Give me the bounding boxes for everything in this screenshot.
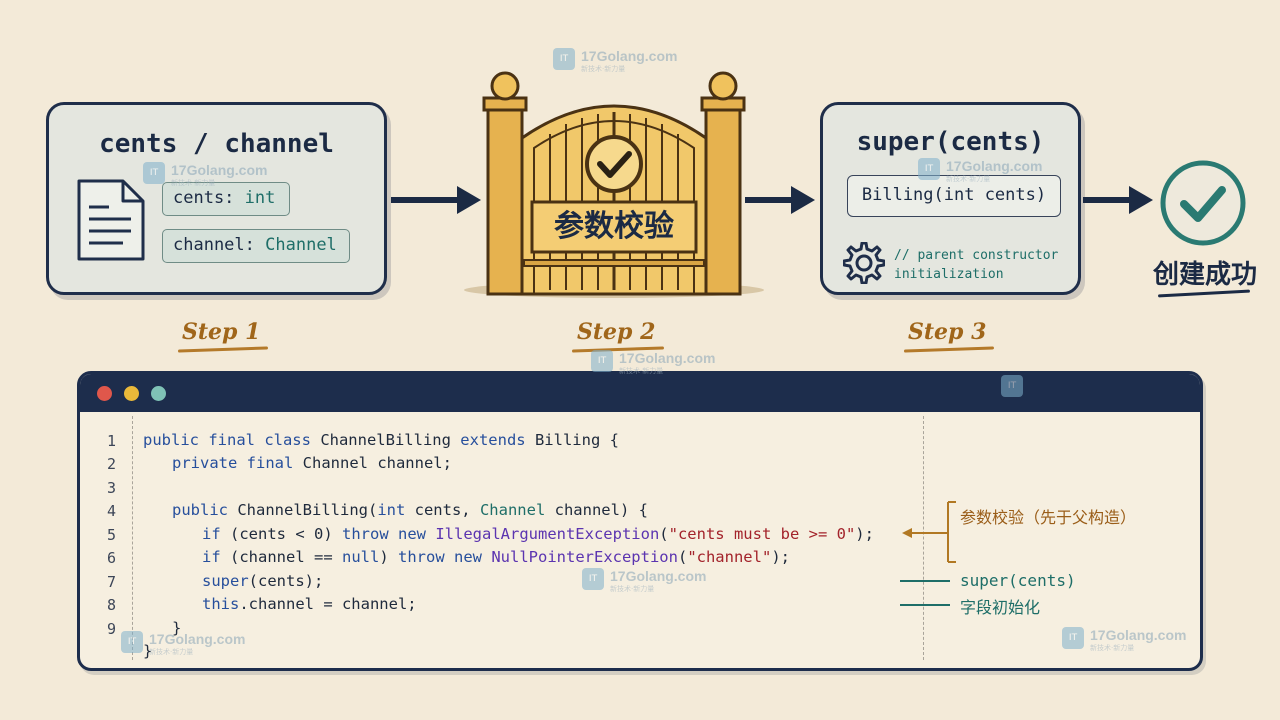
- window-close-dot[interactable]: [97, 386, 112, 401]
- code-line-5: if (cents < 0) throw new IllegalArgument…: [202, 525, 874, 543]
- code-token: .channel = channel;: [239, 595, 417, 613]
- code-token: "cents must be >= 0": [668, 525, 856, 543]
- code-token: Channel channel;: [293, 454, 452, 472]
- code-token: throw new: [398, 548, 482, 566]
- code-window: 1 2 3 4 5 6 7 8 9 public final class Cha…: [77, 371, 1203, 671]
- code-token: ChannelBilling(: [228, 501, 378, 519]
- cents-param-name: cents:: [173, 188, 235, 208]
- code-token: Billing {: [525, 431, 619, 449]
- code-token: IllegalArgumentException: [426, 525, 660, 543]
- code-token: extends: [460, 431, 526, 449]
- validation-annotation: 参数校验（先于父构造）: [960, 508, 1137, 527]
- watermark-text: 17Golang.com: [619, 350, 716, 366]
- watermark-logo-icon: IT: [553, 48, 575, 70]
- params-card: cents / channel cents: int channel: Chan…: [46, 102, 387, 295]
- params-card-title: cents / channel: [99, 129, 334, 159]
- code-token: );: [771, 548, 790, 566]
- cents-param-pill: cents: int: [162, 182, 290, 216]
- arrow-right-icon: [391, 186, 481, 214]
- code-token: super: [202, 572, 249, 590]
- code-token: ): [379, 548, 398, 566]
- gate-label: 参数校验: [554, 209, 674, 244]
- code-token: );: [855, 525, 874, 543]
- annotation-divider: [923, 416, 924, 660]
- code-token: null: [342, 548, 380, 566]
- document-icon: [77, 179, 145, 261]
- code-token: if: [202, 525, 221, 543]
- super-card-title: super(cents): [856, 127, 1045, 157]
- code-token: Channel: [479, 501, 546, 519]
- line-number: 1: [106, 432, 116, 450]
- line-number: 6: [106, 549, 116, 567]
- line-number: 8: [106, 596, 116, 614]
- code-token: cents,: [405, 501, 480, 519]
- code-line-7: super(cents);: [202, 572, 323, 590]
- line-number: 2: [106, 455, 116, 473]
- channel-param-type: Channel: [265, 235, 337, 255]
- code-line-8: this.channel = channel;: [202, 595, 417, 613]
- super-call-card: super(cents) Billing(int cents) // paren…: [820, 102, 1081, 295]
- step-3-label: Step 3: [908, 319, 987, 345]
- window-minimize-dot[interactable]: [124, 386, 139, 401]
- code-token: (cents < 0): [220, 525, 342, 543]
- step-1-underline: [177, 346, 269, 353]
- channel-param-name: channel:: [173, 235, 255, 255]
- gutter-divider: [132, 416, 133, 660]
- line-number: 7: [106, 573, 116, 591]
- code-token: (cents);: [248, 572, 324, 590]
- code-line-6: if (channel == null) throw new NullPoint…: [202, 548, 790, 566]
- code-line-2: private final Channel channel;: [172, 454, 452, 472]
- step-2-label: Step 2: [577, 319, 656, 345]
- arrow-right-icon: [1083, 186, 1153, 214]
- line-number: 5: [106, 526, 116, 544]
- channel-param-pill: channel: Channel: [162, 229, 350, 263]
- step-3-underline: [903, 346, 995, 353]
- code-token: public final class: [143, 431, 311, 449]
- code-token: int: [377, 501, 406, 519]
- line-number: 4: [106, 502, 116, 520]
- code-line-4: public ChannelBilling(int cents, Channel…: [172, 501, 648, 519]
- code-token: channel) {: [545, 501, 648, 519]
- validation-gate-icon: [464, 71, 764, 298]
- success-check-icon: [1160, 160, 1246, 246]
- window-maximize-dot[interactable]: [151, 386, 166, 401]
- line-number: 3: [106, 479, 116, 497]
- code-window-titlebar: [80, 374, 1200, 412]
- code-line-1: public final class ChannelBilling extend…: [143, 431, 619, 449]
- comment-line-2: initialization: [894, 267, 1004, 282]
- super-call-annotation: super(cents): [960, 571, 1076, 590]
- step-1-label: Step 1: [182, 319, 261, 345]
- arrow-right-icon: [745, 186, 815, 214]
- annotation-arrows: [900, 501, 956, 606]
- field-init-annotation: 字段初始化: [960, 598, 1041, 617]
- cents-param-type: int: [244, 188, 276, 208]
- code-line-10: }: [143, 642, 153, 660]
- code-token: public: [172, 501, 228, 519]
- code-token: NullPointerException: [482, 548, 678, 566]
- code-token: (: [659, 525, 669, 543]
- parent-constructor-comment: // parent constructor initialization: [894, 246, 1074, 284]
- code-token: if: [202, 548, 221, 566]
- code-token: private final: [172, 454, 294, 472]
- gear-icon: [843, 242, 885, 284]
- code-token: "channel": [687, 548, 772, 566]
- parent-constructor-signature: Billing(int cents): [847, 175, 1061, 217]
- code-token: ChannelBilling: [310, 431, 461, 449]
- code-line-9: }: [172, 619, 182, 637]
- line-number: 9: [106, 620, 116, 638]
- comment-line-1: // parent constructor: [894, 248, 1059, 263]
- watermark-text: 17Golang.com: [581, 48, 678, 64]
- watermark-logo-icon: IT: [591, 350, 613, 372]
- code-token: throw new: [342, 525, 426, 543]
- success-label: 创建成功: [1152, 260, 1257, 290]
- code-token: (: [677, 548, 688, 566]
- step-2-underline: [571, 346, 665, 353]
- code-token: (channel ==: [220, 548, 342, 566]
- code-token: this: [202, 595, 240, 613]
